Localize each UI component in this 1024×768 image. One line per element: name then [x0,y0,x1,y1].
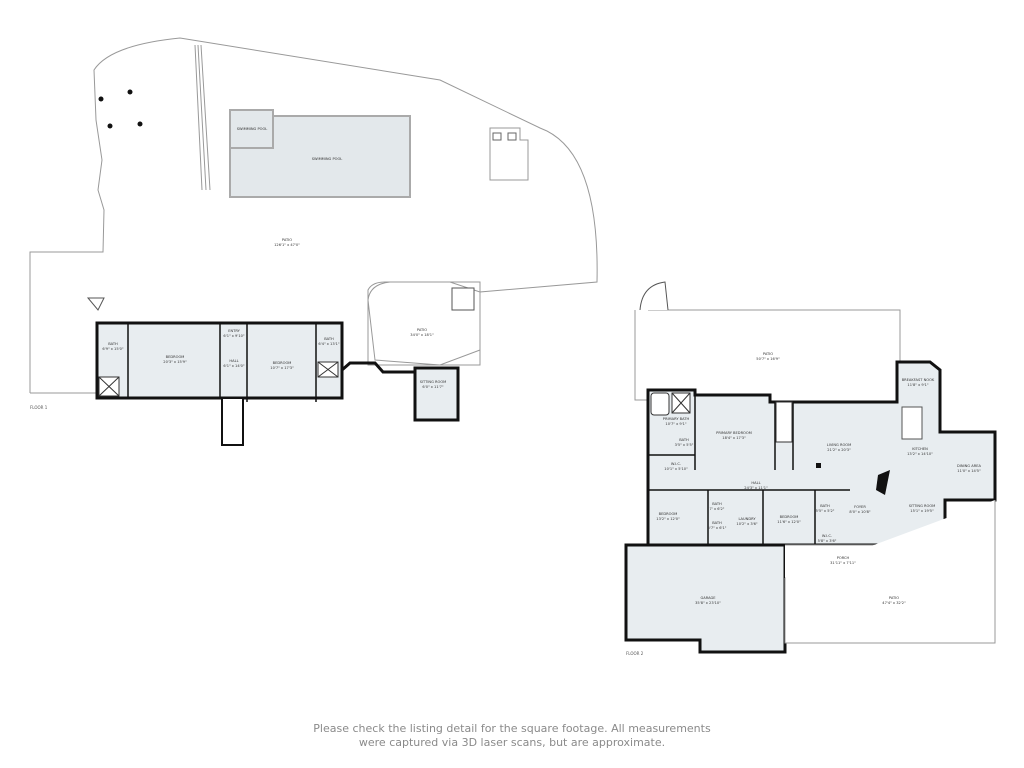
room-name: BATH [679,438,689,442]
post-marker [137,121,143,127]
column [816,463,821,468]
wall-lines [194,44,211,191]
room-name: SWIMMING POOL [312,157,343,161]
room-name: PATIO [763,352,773,356]
bathtub-icon [650,392,670,416]
room-dimensions: 24'3" x 11'1" [744,486,768,490]
room-dimensions: 10'7" x 17'3" [270,366,294,370]
stairs-icon [221,397,244,446]
room-name: HALL [229,359,238,363]
room-dimensions: 34'0" x 18'1" [410,333,434,337]
room-dimensions: 18'4" x 17'3" [722,436,746,440]
patio-outline [784,500,996,644]
room-name: SITTING ROOM [420,380,447,384]
room-name: W.I.C. [822,534,832,538]
spiral-stair-icon [639,281,669,311]
room-name: SITTING ROOM [909,504,936,508]
room-name: LIVING ROOM [827,443,851,447]
room-name: W.I.C. [671,462,681,466]
room-name: PRIMARY BATH [663,417,690,421]
post-marker [98,96,104,102]
room-dimensions: 126'1" x 47'0" [274,243,300,247]
room-name: BEDROOM [273,361,292,365]
room-name: BATH [324,337,334,341]
room-dimensions: 11'6" x 12'0" [777,520,801,524]
disclaimer-line-2: were captured via 3D laser scans, but ar… [358,736,666,749]
floor-2: FLOOR 2 [624,281,997,656]
room-name: BATH [712,521,722,525]
room-dimensions: 7' x 6'2" [710,507,725,511]
spiral-stair-icon [86,297,105,311]
room-dimensions: 8'0" x 10'8" [849,510,870,514]
room-name: PRIMARY BEDROOM [716,431,752,435]
kitchen-island [901,406,923,440]
room-name: BEDROOM [166,355,185,359]
fireplace-icon [876,470,890,495]
post-marker [127,89,133,95]
room-name: PORCH [837,556,850,560]
room-dimensions: 10'1" x 5'10" [664,467,688,471]
room-name: PATIO [417,328,427,332]
room-dimensions: 15'1" x 19'5" [910,509,934,513]
room-dimensions: 35'8" x 23'10" [695,601,721,605]
room-dimensions: 6'4" x 13'1" [318,342,339,346]
room-dimensions: 3'5" x 5'5" [675,443,694,447]
room-name: HALL [751,481,760,485]
floor-1-label: FLOOR 1 [30,405,48,410]
main-building [646,360,997,547]
room-dimensions: 20'3" x 15'9" [163,360,187,364]
room-dimensions: 50'7" x 16'9" [756,357,780,361]
room-dimensions: 31'11" x 7'11" [830,561,856,565]
stairs-icon [451,287,475,311]
room-dimensions: 13'2" x 14'10" [907,452,933,456]
floor-1: FLOOR 1 [29,37,598,446]
room-dimensions: 5'5" x 5'2" [816,509,835,513]
room-name: PATIO [282,238,292,242]
room-dimensions: 21'2" x 20'3" [827,448,851,452]
room-name: BATH [820,504,830,508]
room-name: LAUNDRY [738,517,756,521]
room-name: BEDROOM [780,515,799,519]
room-dimensions: 10'2" x 3'6" [736,522,757,526]
room-dimensions: 5'7" x 6'1" [708,526,727,530]
floor-2-label: FLOOR 2 [626,651,644,656]
room-dimensions: 6'1" x 9'10" [223,334,244,338]
room-dimensions: 6'1" x 14'0" [223,364,244,368]
room-name: BATH [712,502,722,506]
room-dimensions: 11'8" x 9'1" [907,383,928,387]
room-name: BATH [108,342,118,346]
room-name: SWIMMING POOL [237,127,268,131]
disclaimer-line-1: Please check the listing detail for the … [313,722,711,735]
room-dimensions: 6'9" x 15'0" [102,347,123,351]
disclaimer: Please check the listing detail for the … [0,722,1024,750]
room-name: DINING AREA [957,464,981,468]
room-dimensions: 10'7" x 9'1" [665,422,686,426]
room-name: GARAGE [700,596,716,600]
room-name: PATIO [889,596,899,600]
room-name: BREAKFAST NOOK [902,378,935,382]
sitting-room [413,366,460,422]
post-marker [107,123,113,129]
room-name: FOYER [854,505,866,509]
outdoor-kitchen [489,127,529,181]
room-dimensions: 6'0" x 11'7" [422,385,443,389]
room-name: ENTRY [228,329,240,333]
stairs-icon [775,401,793,443]
room-dimensions: 11'0" x 14'5" [957,469,981,473]
swimming-pool-small [229,109,274,149]
room-name: KITCHEN [912,447,928,451]
room-dimensions: 5'8" x 3'6" [818,539,837,543]
room-dimensions: 13'2" x 12'0" [656,517,680,521]
room-name: BEDROOM [659,512,678,516]
room-dimensions: 47'4" x 32'2" [882,601,906,605]
